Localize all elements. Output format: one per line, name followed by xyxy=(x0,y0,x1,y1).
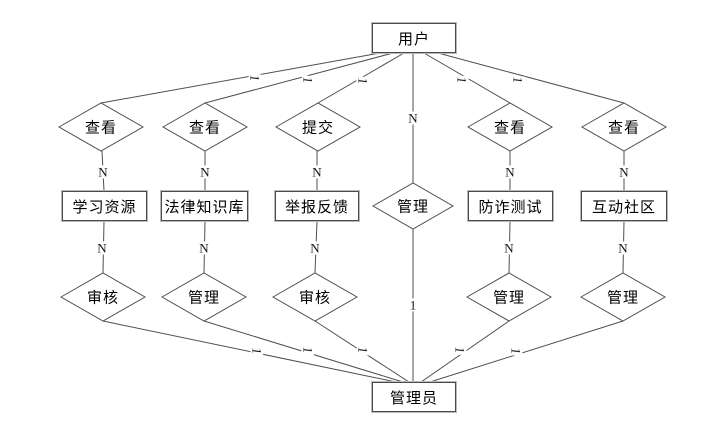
entity-user: 用户 xyxy=(372,23,456,53)
relationship-diamond-manage-community xyxy=(579,272,667,322)
cardinality-label-one: 1 xyxy=(355,344,371,356)
relationship-diamond-view-community xyxy=(580,102,668,152)
entity-legal-knowledge-base: 法律知识库 xyxy=(161,191,248,221)
cardinality-label-one: 1 xyxy=(452,344,468,356)
relationship-diamond-view-legal xyxy=(161,102,249,152)
relationship-label-submit-report: 提交 xyxy=(301,118,335,137)
cardinality-label-many: N xyxy=(504,164,516,180)
cardinality-label-many: N xyxy=(617,240,629,256)
relationship-label-view-learning: 查看 xyxy=(84,118,118,137)
connector-line xyxy=(437,52,625,104)
relationship-label-manage-user: 管理 xyxy=(396,197,430,216)
cardinality-label-many: N xyxy=(198,240,210,256)
cardinality-label-one: 1 xyxy=(247,72,263,84)
relationship-diamond-view-fraud xyxy=(466,102,554,152)
cardinality-label-one: 1 xyxy=(510,74,526,86)
relationship-label-manage-legal: 管理 xyxy=(187,288,221,307)
cardinality-label-one: 1 xyxy=(454,74,470,86)
connector-line xyxy=(204,52,394,104)
cardinality-label-many: N xyxy=(199,164,211,180)
relationship-label-view-community: 查看 xyxy=(607,118,641,137)
entity-fraud-test: 防诈测试 xyxy=(468,191,553,221)
cardinality-label-many: N xyxy=(618,164,630,180)
relationship-diamond-audit-learning xyxy=(59,272,147,322)
cardinality-label-many: N xyxy=(311,164,323,180)
entity-admin: 管理员 xyxy=(372,382,456,412)
cardinality-label-many: N xyxy=(97,164,109,180)
relationship-label-audit-learning: 审核 xyxy=(86,288,120,307)
cardinality-label-many: N xyxy=(96,240,108,256)
connector-line xyxy=(102,320,397,383)
relationship-diamond-audit-report xyxy=(271,272,359,322)
entity-community: 互动社区 xyxy=(581,191,667,221)
relationship-diamond-submit-report xyxy=(274,102,362,152)
relationship-diamond-view-learning xyxy=(57,102,145,152)
cardinality-label-one: 1 xyxy=(355,75,371,87)
relationship-label-audit-report: 审核 xyxy=(298,288,332,307)
cardinality-label-many: N xyxy=(407,110,419,126)
relationship-diamond-manage-legal xyxy=(160,272,248,322)
connector-line xyxy=(100,52,381,104)
relationship-label-manage-community: 管理 xyxy=(606,288,640,307)
relationship-label-manage-fraud: 管理 xyxy=(492,288,526,307)
cardinality-label-one: 1 xyxy=(508,345,524,357)
cardinality-label-one: 1 xyxy=(408,297,418,313)
connector-line xyxy=(429,320,624,383)
relationship-diamond-manage-fraud xyxy=(465,272,553,322)
entity-learning-resources: 学习资源 xyxy=(62,191,147,221)
entity-report-feedback: 举报反馈 xyxy=(275,191,359,221)
relationship-diamond-manage-user xyxy=(371,182,455,230)
relationship-label-view-fraud: 查看 xyxy=(493,118,527,137)
cardinality-label-one: 1 xyxy=(300,74,316,86)
relationship-label-view-legal: 查看 xyxy=(188,118,222,137)
cardinality-label-one: 1 xyxy=(249,345,265,357)
cardinality-label-many: N xyxy=(503,240,515,256)
cardinality-label-one: 1 xyxy=(300,344,316,356)
cardinality-label-many: N xyxy=(309,240,321,256)
